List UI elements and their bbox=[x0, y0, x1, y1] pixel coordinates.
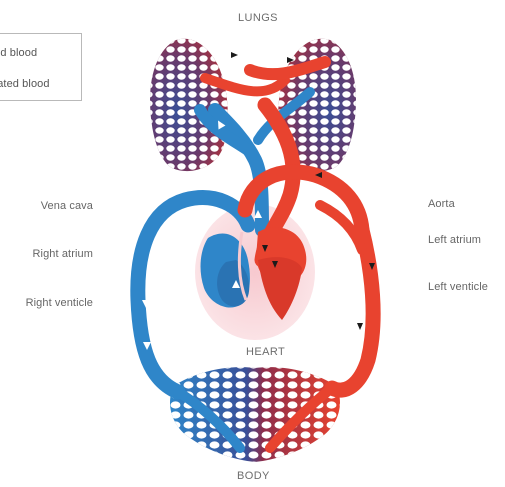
right-ventricle-label: Right venticle bbox=[26, 297, 93, 309]
aorta-label: Aorta bbox=[428, 198, 455, 210]
left-atrium-label: Left atrium bbox=[428, 234, 481, 246]
vena-cava-label: Vena cava bbox=[41, 200, 93, 212]
legend-deoxygenated-label: nated blood bbox=[0, 78, 50, 90]
lungs-label: LUNGS bbox=[238, 12, 278, 24]
body-capillaries bbox=[170, 367, 340, 462]
left-ventricle-label: Left venticle bbox=[428, 281, 488, 293]
body-label: BODY bbox=[237, 470, 270, 482]
heart-label: HEART bbox=[246, 346, 285, 358]
legend-oxygenated-label: ted blood bbox=[0, 47, 37, 59]
legend: ted blood nated blood bbox=[0, 33, 82, 101]
right-atrium-label: Right atrium bbox=[33, 248, 94, 260]
